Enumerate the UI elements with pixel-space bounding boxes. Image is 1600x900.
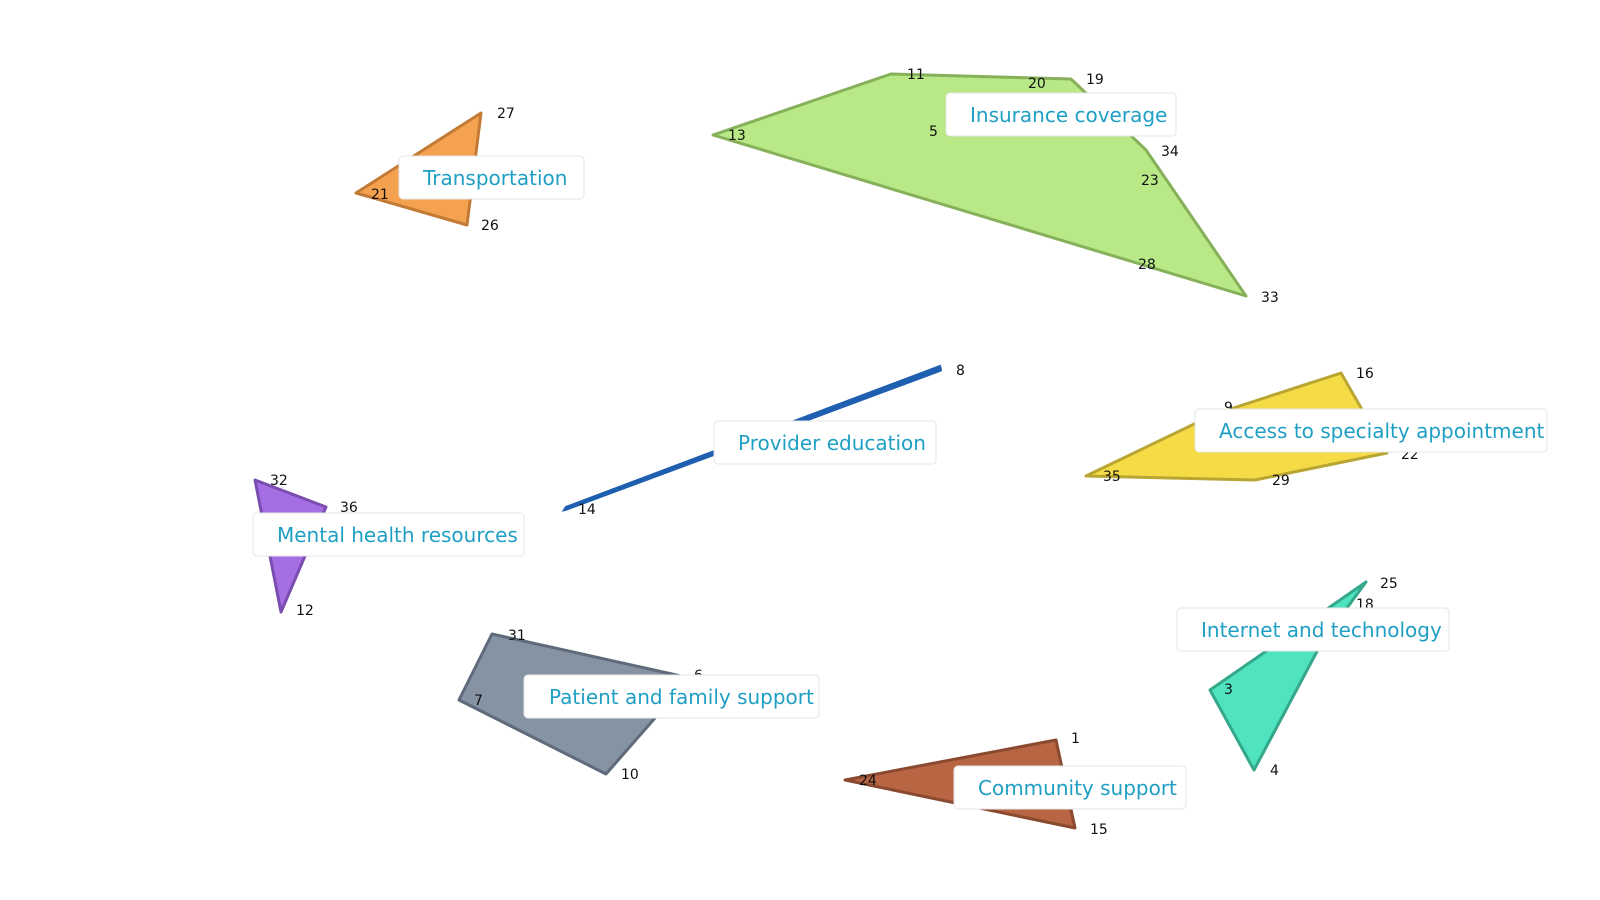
node-3: 3	[1224, 682, 1233, 698]
insurance-coverage-label-box	[945, 92, 1177, 137]
node-29: 29	[1272, 473, 1290, 489]
transportation-label: Transportation	[422, 166, 567, 190]
group-mental-health: 32 36 12 Mental health resources	[252, 473, 525, 619]
node-20: 20	[1028, 76, 1046, 92]
node-32: 32	[270, 473, 288, 489]
group-provider-education: 8 14 Provider education	[561, 363, 965, 518]
node-12: 12	[296, 603, 314, 619]
mental-health-label: Mental health resources	[277, 523, 518, 547]
group-transportation: 27 21 26 Transportation	[354, 106, 585, 234]
group-internet-technology: 25 18 3 4 Internet and technology	[1176, 576, 1450, 779]
node-24: 24	[859, 773, 877, 789]
node-1: 1	[1071, 731, 1080, 747]
node-33: 33	[1261, 290, 1279, 306]
node-5: 5	[929, 124, 938, 140]
community-label: Community support	[978, 776, 1177, 800]
node-13: 13	[728, 128, 746, 144]
node-35: 35	[1103, 469, 1121, 485]
group-community: 1 24 15 Community support	[843, 731, 1187, 838]
node-9: 9	[1224, 400, 1233, 416]
access-specialty-label-box	[1194, 408, 1548, 453]
node-28: 28	[1138, 257, 1156, 273]
node-36: 36	[340, 500, 358, 516]
community-label-box	[953, 765, 1187, 810]
mental-health-label-box	[252, 512, 525, 557]
node-34: 34	[1161, 144, 1179, 160]
node-26: 26	[481, 218, 499, 234]
internet-technology-label-box	[1176, 607, 1450, 652]
node-14: 14	[578, 502, 596, 518]
node-15: 15	[1090, 822, 1108, 838]
patient-family-label-box	[523, 674, 820, 719]
node-27: 27	[497, 106, 515, 122]
provider-education-label: Provider education	[738, 431, 926, 455]
node-31: 31	[508, 628, 526, 644]
provider-education-label-box	[713, 420, 937, 465]
patient-family-label: Patient and family support	[549, 685, 814, 709]
node-16: 16	[1356, 366, 1374, 382]
insurance-coverage-label: Insurance coverage	[970, 103, 1167, 127]
node-7: 7	[474, 693, 483, 709]
node-25: 25	[1380, 576, 1398, 592]
node-4: 4	[1270, 763, 1279, 779]
node-10: 10	[621, 767, 639, 783]
group-patient-family: 31 6 7 10 Patient and family support	[457, 628, 820, 783]
node-8: 8	[956, 363, 965, 379]
group-insurance-coverage: 11 20 19 5 34 23 28 33 13 Insurance cove…	[711, 67, 1279, 306]
access-specialty-label: Access to specialty appointment	[1219, 419, 1545, 443]
internet-technology-label: Internet and technology	[1201, 618, 1442, 642]
node-11: 11	[907, 67, 925, 83]
node-19: 19	[1086, 72, 1104, 88]
transportation-label-box	[398, 155, 585, 200]
group-access-specialty: 16 9 22 35 29 Access to specialty appoin…	[1084, 366, 1548, 489]
node-21: 21	[371, 187, 389, 203]
node-23: 23	[1141, 173, 1159, 189]
